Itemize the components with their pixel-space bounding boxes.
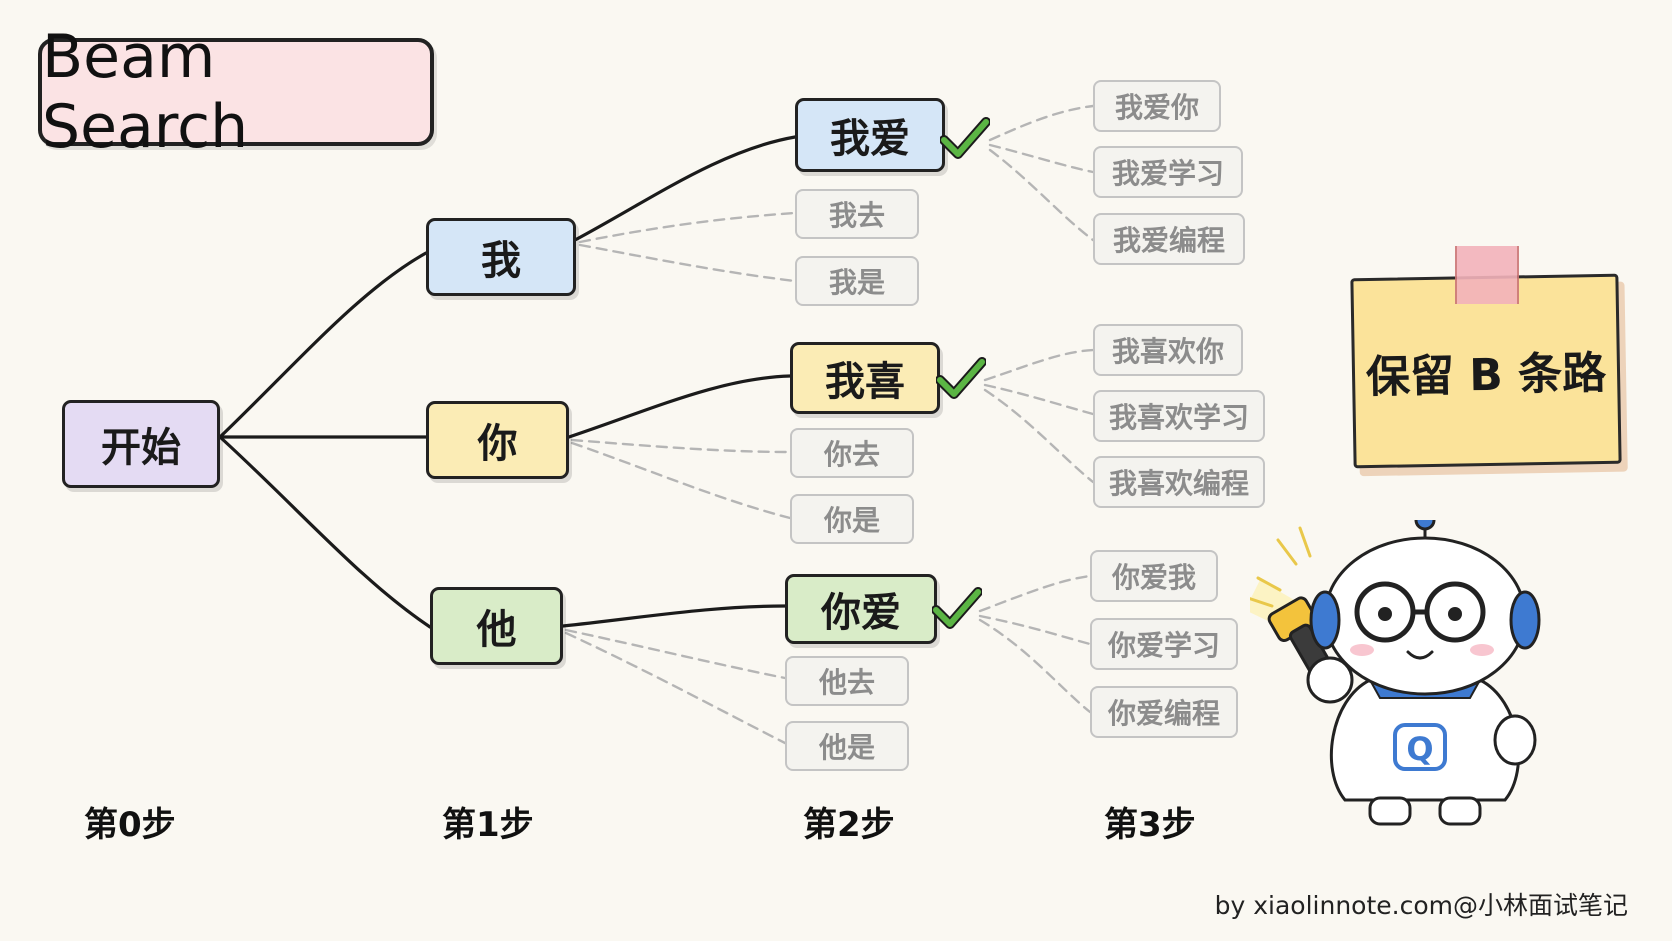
robot-badge: Q bbox=[1406, 730, 1433, 768]
branch-edge-niai-3 bbox=[978, 618, 1092, 714]
step3-node-woai-biancheng: 我爱编程 bbox=[1093, 213, 1245, 265]
branch-edge-woxi-3 bbox=[983, 388, 1095, 484]
edge-ta-to-niai bbox=[561, 604, 787, 628]
check-icon bbox=[932, 587, 982, 629]
step2-selected-niai: 你爱 bbox=[785, 574, 937, 644]
pruned-edge-wo-woshi bbox=[578, 243, 797, 283]
pruned-node-woqu: 我去 bbox=[795, 189, 919, 239]
tape-icon bbox=[1455, 246, 1519, 304]
footer-credit: by xiaolinnote.com@小林面试笔记 bbox=[1214, 891, 1628, 920]
root-node: 开始 bbox=[62, 400, 220, 488]
step3-node-woxihuan-biancheng: 我喜欢编程 bbox=[1093, 456, 1265, 508]
branch-edge-woai-1 bbox=[988, 104, 1095, 142]
step1-node-ni: 你 bbox=[426, 401, 569, 479]
step3-node-niai-biancheng: 你爱编程 bbox=[1090, 686, 1238, 738]
step3-node-woxihuan-ni: 我喜欢你 bbox=[1093, 324, 1243, 376]
step3-node-woai-xuexi: 我爱学习 bbox=[1093, 146, 1243, 198]
edge-wo-to-woai bbox=[573, 135, 797, 242]
branch-edge-niai-2 bbox=[978, 614, 1092, 646]
pruned-node-tashi: 他是 bbox=[785, 721, 909, 771]
pruned-edge-wo-woqu bbox=[578, 211, 797, 244]
branch-edge-woxi-1 bbox=[983, 348, 1095, 382]
pruned-edge-ni-nishi bbox=[570, 441, 792, 520]
step-label-1: 第1步 bbox=[442, 805, 534, 845]
branch-edge-woai-2 bbox=[988, 143, 1095, 174]
pruned-node-taqu: 他去 bbox=[785, 656, 909, 706]
check-icon bbox=[936, 357, 986, 399]
branch-edge-woai-3 bbox=[988, 148, 1095, 242]
branch-edge-niai-1 bbox=[978, 574, 1092, 613]
check-icon bbox=[940, 117, 990, 159]
robot-mascot-icon: Q bbox=[1250, 520, 1541, 826]
edge-root-to-wo bbox=[218, 251, 428, 439]
pruned-node-niqu: 你去 bbox=[790, 428, 914, 478]
step1-node-wo: 我 bbox=[426, 218, 576, 296]
step-label-0: 第0步 bbox=[84, 805, 176, 845]
step-label-3: 第3步 bbox=[1104, 805, 1196, 845]
step1-node-ta: 他 bbox=[430, 587, 563, 665]
pruned-edge-ni-niqu bbox=[570, 438, 792, 454]
page-title: Beam Search bbox=[38, 22, 434, 162]
step2-selected-woxi: 我喜 bbox=[790, 342, 940, 414]
pruned-edge-ta-taqu bbox=[564, 628, 787, 680]
edge-root-to-ta bbox=[218, 435, 432, 629]
step2-selected-woai: 我爱 bbox=[795, 98, 945, 172]
branch-edge-woxi-2 bbox=[983, 383, 1095, 416]
step-label-2: 第2步 bbox=[803, 805, 895, 845]
step3-node-woai-ni: 我爱你 bbox=[1093, 80, 1221, 132]
pruned-edge-ta-tashi bbox=[564, 631, 787, 745]
step3-node-woxihuan-xuexi: 我喜欢学习 bbox=[1093, 390, 1265, 442]
pruned-node-nishi: 你是 bbox=[790, 494, 914, 544]
step3-node-niai-wo: 你爱我 bbox=[1090, 550, 1218, 602]
pruned-node-woshi: 我是 bbox=[795, 256, 919, 306]
step3-node-niai-xuexi: 你爱学习 bbox=[1090, 618, 1238, 670]
edge-ni-to-woxi bbox=[567, 374, 792, 439]
